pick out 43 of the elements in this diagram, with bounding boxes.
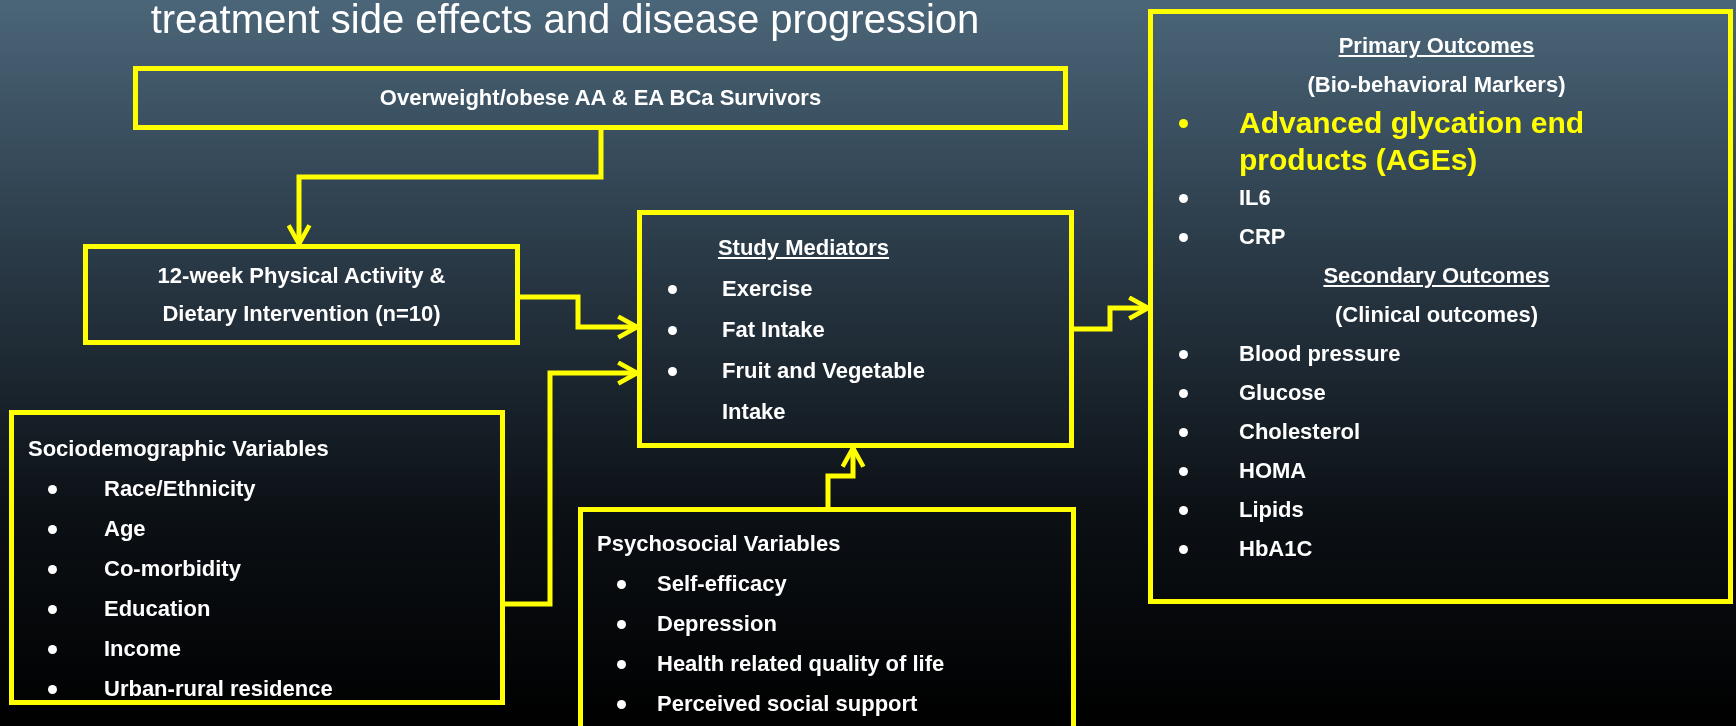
heading-text: Psychosocial Variables xyxy=(597,531,841,556)
outlined-box xyxy=(637,210,1074,448)
outlined-box xyxy=(9,410,505,705)
list-item: Glucose xyxy=(1239,380,1326,405)
list-item: HbA1C xyxy=(1239,536,1313,561)
list-item: Blood pressure xyxy=(1239,341,1401,366)
connector-arrow xyxy=(520,294,640,340)
outlined-box xyxy=(578,507,1076,726)
outlined-box xyxy=(133,66,1068,130)
list-item: Exercise xyxy=(722,276,813,301)
subheading-text: (Bio-behavioral Markers) xyxy=(1307,72,1566,97)
heading-text: Study Mediators xyxy=(717,235,890,260)
heading-text: Secondary Outcomes xyxy=(1323,263,1550,288)
heading-text: Sociodemographic Variables xyxy=(28,436,329,461)
list-item: Fat Intake xyxy=(722,317,825,342)
connector-arrow xyxy=(505,360,640,607)
title: treatment side effects and disease progression xyxy=(149,0,981,42)
highlighted-list-item: Advanced glycation end products (AGEs) xyxy=(1239,106,1585,176)
list-item: Co-morbidity xyxy=(104,556,241,581)
list-item: Lipids xyxy=(1239,497,1304,522)
list-item: Fruit and Vegetable Intake xyxy=(722,358,925,424)
outlined-box xyxy=(1148,9,1733,604)
list-item: Self-efficacy xyxy=(657,571,787,596)
list-item: IL6 xyxy=(1239,185,1271,210)
list-item: Urban-rural residence xyxy=(104,676,333,701)
list-item: Depression xyxy=(657,611,777,636)
list-item: Cholesterol xyxy=(1239,419,1361,444)
list-item: Race/Ethnicity xyxy=(104,476,256,501)
heading-text: Primary Outcomes xyxy=(1338,33,1535,58)
outlined-box xyxy=(83,244,520,345)
connector-arrow xyxy=(1074,295,1151,332)
list-item: CRP xyxy=(1239,224,1286,249)
list-item: Perceived social support xyxy=(657,691,918,716)
subheading-text: (Clinical outcomes) xyxy=(1335,302,1538,327)
box-text: Overweight/obese AA & EA BCa Survivors xyxy=(379,85,822,110)
box-text: 12-week Physical Activity & Dietary Intervention (n=10) xyxy=(157,262,446,326)
list-item: Education xyxy=(104,596,211,621)
list-item: Income xyxy=(104,636,182,661)
connector-arrow xyxy=(286,130,604,247)
list-item: HOMA xyxy=(1239,458,1307,483)
list-item: Age xyxy=(104,516,146,541)
list-item: Health related quality of life xyxy=(657,651,945,676)
connector-arrow xyxy=(825,445,866,507)
